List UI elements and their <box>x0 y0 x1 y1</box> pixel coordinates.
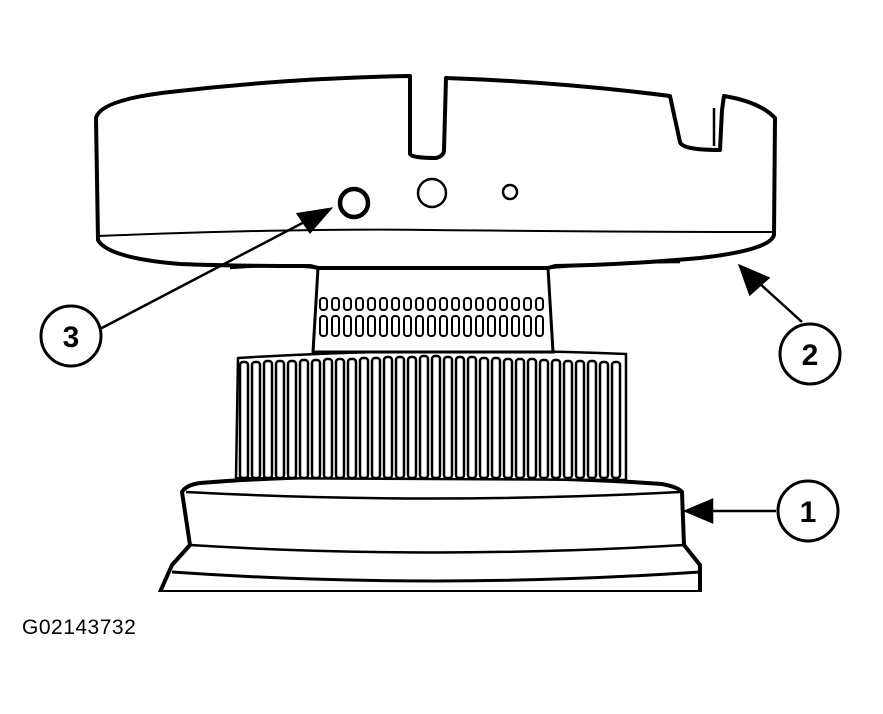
inner-spline-tooth <box>343 315 352 337</box>
spline-tooth <box>406 355 418 480</box>
inner-spline-tooth <box>391 315 400 337</box>
inner-spline-tooth <box>439 297 448 311</box>
inner-spline-tooth <box>427 315 436 337</box>
spline-tooth <box>310 358 322 480</box>
spline-tooth <box>514 357 526 480</box>
inner-spline-tooth <box>355 297 364 311</box>
spline-tooth <box>394 355 406 480</box>
arrowhead-1 <box>682 498 714 524</box>
housing-cutoff-mask <box>150 592 710 622</box>
inner-spline-tooth <box>367 315 376 337</box>
arrowhead-2 <box>737 263 771 297</box>
spline-tooth <box>382 355 394 480</box>
lower-housing <box>158 473 702 594</box>
inner-spline-tooth <box>439 315 448 337</box>
inner-spline-tooth <box>523 315 532 337</box>
inner-spline-tooth <box>331 297 340 311</box>
leader-lines <box>97 207 803 524</box>
inner-spline-tooth <box>451 315 460 337</box>
upper-drum <box>94 74 777 270</box>
inner-spline-tooth <box>331 315 340 337</box>
spline-tooth <box>250 360 262 480</box>
spline-tooth <box>274 359 286 480</box>
retainer-hole-small <box>501 183 519 201</box>
inner-spline-tooth <box>475 315 484 337</box>
inner-spline-tooth <box>391 297 400 311</box>
inner-spline-tooth <box>427 297 436 311</box>
inner-spline-tooth <box>499 297 508 311</box>
spline-tooth <box>262 359 274 480</box>
spline-tooth <box>478 356 490 480</box>
spline-tooth <box>610 360 622 480</box>
retainer-hole-medium <box>416 177 448 209</box>
callout-2: 2 <box>778 322 842 386</box>
inner-spline-tooth <box>463 315 472 337</box>
inner-spline-tooth <box>523 297 532 311</box>
inner-spline-band <box>311 266 555 354</box>
inner-spline-tooth <box>487 297 496 311</box>
inner-spline-tooth <box>319 297 328 311</box>
inner-spline-tooth <box>535 315 544 337</box>
spline-tooth <box>538 358 550 480</box>
spline-tooth <box>574 359 586 480</box>
spline-tooth <box>298 358 310 480</box>
inner-spline-tooth <box>415 297 424 311</box>
inner-spline-tooth <box>535 297 544 311</box>
inner-spline-tooth <box>475 297 484 311</box>
retainer-hole-large <box>337 186 371 220</box>
arrowhead-3 <box>295 207 334 235</box>
inner-spline-tooth <box>415 315 424 337</box>
spline-tooth <box>322 357 334 480</box>
callout-1: 1 <box>776 479 840 543</box>
inner-spline-tooth <box>511 315 520 337</box>
callout-1-label: 1 <box>800 496 817 529</box>
spline-tooth <box>598 360 610 480</box>
callout-3: 3 <box>39 304 103 368</box>
inner-spline-tooth <box>451 297 460 311</box>
spline-tooth <box>586 359 598 480</box>
callout-2-label: 2 <box>802 339 819 372</box>
spline-tooth <box>490 356 502 480</box>
outer-spline-teeth <box>234 349 628 482</box>
inner-spline-tooth <box>403 315 412 337</box>
spline-tooth <box>454 355 466 480</box>
spline-tooth <box>550 358 562 480</box>
inner-spline-tooth <box>463 297 472 311</box>
inner-spline-tooth <box>367 297 376 311</box>
spline-tooth <box>466 355 478 480</box>
callout-3-label: 3 <box>63 321 80 354</box>
inner-spline-tooth <box>511 297 520 311</box>
spline-tooth <box>334 357 346 480</box>
figure-id-code: G02143732 <box>22 616 137 639</box>
spline-tooth <box>430 354 442 480</box>
inner-spline-tooth <box>499 315 508 337</box>
drum-body <box>94 74 777 270</box>
spline-tooth <box>562 359 574 480</box>
spline-tooth <box>358 356 370 480</box>
spline-tooth <box>526 357 538 480</box>
inner-spline-tooth <box>379 297 388 311</box>
inner-spline-tooth <box>403 297 412 311</box>
spline-tooth <box>442 355 454 480</box>
spline-tooth <box>238 360 250 480</box>
spline-tooth <box>370 356 382 480</box>
inner-spline-tooth <box>319 315 328 337</box>
inner-spline-tooth <box>343 297 352 311</box>
inner-spline-tooth <box>487 315 496 337</box>
spline-tooth <box>418 354 430 480</box>
spline-tooth <box>346 357 358 480</box>
inner-spline-tooth <box>355 315 364 337</box>
spline-tooth <box>286 359 298 480</box>
inner-spline-tooth <box>379 315 388 337</box>
spline-tooth <box>502 357 514 480</box>
